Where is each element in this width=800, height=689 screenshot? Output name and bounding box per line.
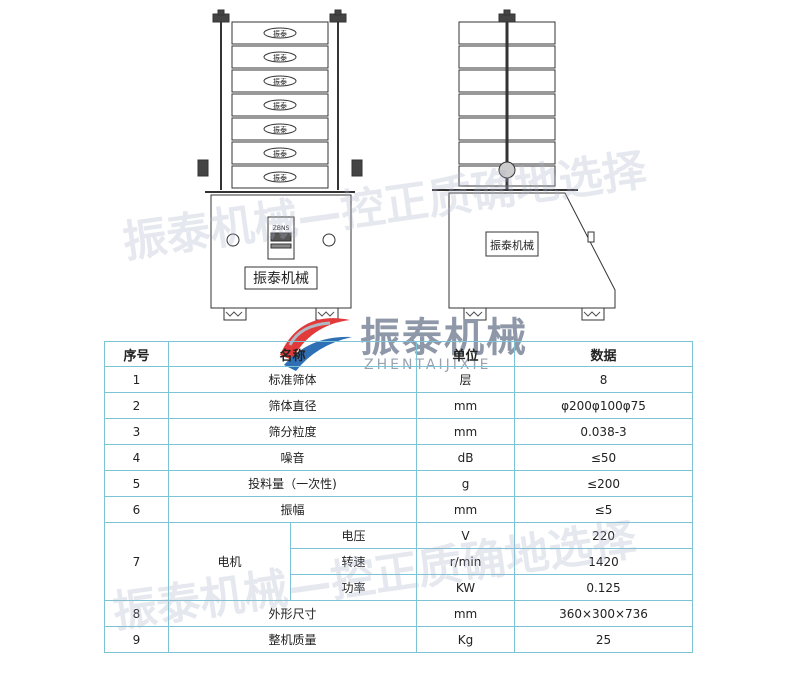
cell-value: 220 xyxy=(514,522,694,549)
cell-unit: mm xyxy=(416,392,516,419)
cell-value: ≤50 xyxy=(514,444,694,471)
cell-value: 1420 xyxy=(514,548,694,575)
cell-value: 8 xyxy=(514,366,694,393)
cell-value: φ200φ100φ75 xyxy=(514,392,694,419)
control-panel-text: ZBNS xyxy=(273,225,290,232)
cell-name: 噪音 xyxy=(167,444,418,471)
cell-unit: r/min xyxy=(416,548,516,575)
cell-name: 投料量（一次性) xyxy=(167,470,418,497)
tray-label: 振泰 xyxy=(273,77,287,86)
side-clamp xyxy=(498,161,516,179)
table-row: 9 整机质量 Kg 25 xyxy=(104,626,694,653)
cell-unit: g xyxy=(416,470,516,497)
cell-no: 6 xyxy=(104,496,169,523)
tray-label: 振泰 xyxy=(273,29,287,38)
cell-no: 2 xyxy=(104,392,169,419)
cell-subname: 电压 xyxy=(289,522,418,549)
cell-value: 25 xyxy=(514,626,694,653)
cell-value: ≤200 xyxy=(514,470,694,497)
table-row-motor: 转速 r/min 1420 xyxy=(105,548,694,575)
front-badge-text: 振泰机械 xyxy=(253,271,309,287)
table-row: 5 投料量（一次性) g ≤200 xyxy=(104,470,694,497)
cell-no: 9 xyxy=(104,626,169,653)
sieve-trays-front xyxy=(231,21,329,189)
cell-name: 电机 xyxy=(168,522,291,601)
diagram-drawings: 振泰机械 ZBNS 振泰 振泰 振泰 振泰 振泰 振泰 振泰 xyxy=(197,9,616,321)
side-plate-text: 振泰机械 xyxy=(490,238,534,252)
cell-unit: mm xyxy=(416,600,516,627)
cell-unit: V xyxy=(416,522,516,549)
tray-label: 振泰 xyxy=(273,53,287,62)
cell-unit: KW xyxy=(416,574,516,601)
cell-unit: mm xyxy=(416,496,516,523)
cell-value: 0.038-3 xyxy=(514,418,694,445)
header-unit: 单位 xyxy=(416,341,516,367)
table-row: 4 噪音 dB ≤50 xyxy=(104,444,694,471)
cell-unit: dB xyxy=(416,444,516,471)
front-view xyxy=(197,9,363,321)
table-row-motor: 7 电机 电压 V 220 xyxy=(104,522,694,601)
side-view xyxy=(432,9,616,321)
cell-name: 外形尺寸 xyxy=(167,600,418,627)
table-row: 2 筛体直径 mm φ200φ100φ75 xyxy=(104,392,694,419)
header-no: 序号 xyxy=(104,341,169,367)
table-row: 8 外形尺寸 mm 360×300×736 xyxy=(104,600,694,627)
cell-no: 1 xyxy=(104,366,169,393)
cell-value: 360×300×736 xyxy=(514,600,694,627)
cell-name: 筛分粒度 xyxy=(167,418,418,445)
cell-no: 8 xyxy=(104,600,169,627)
cell-no: 4 xyxy=(104,444,169,471)
cell-name: 筛体直径 xyxy=(167,392,418,419)
cell-name: 标准筛体 xyxy=(167,366,418,393)
tray-label: 振泰 xyxy=(273,149,287,158)
table-row: 6 振幅 mm ≤5 xyxy=(104,496,694,523)
cell-no: 3 xyxy=(104,418,169,445)
tray-label: 振泰 xyxy=(273,173,287,182)
tray-label: 振泰 xyxy=(273,101,287,110)
table-row: 1 标准筛体 层 8 xyxy=(104,366,694,393)
cell-name: 整机质量 xyxy=(167,626,418,653)
cell-no: 7 xyxy=(104,522,169,601)
header-value: 数据 xyxy=(514,341,694,367)
cell-value: ≤5 xyxy=(514,496,694,523)
cell-subname: 功率 xyxy=(289,574,418,601)
side-plate-box xyxy=(485,231,539,257)
cell-name: 振幅 xyxy=(167,496,418,523)
table-row-motor: 功率 KW 0.125 xyxy=(105,574,694,601)
header-name: 名称 xyxy=(167,341,418,367)
tray-label: 振泰 xyxy=(273,125,287,134)
cell-unit: 层 xyxy=(416,366,516,393)
top-knob-left xyxy=(212,9,230,23)
front-badge-box xyxy=(244,266,318,290)
cell-unit: mm xyxy=(416,418,516,445)
cell-unit: Kg xyxy=(416,626,516,653)
spec-table: 序号 名称 单位 数据 1 标准筛体 层 8 2 筛体直径 mm φ200φ10… xyxy=(104,341,694,653)
top-knob-side xyxy=(498,9,516,23)
top-knob-right xyxy=(329,9,347,23)
cell-no: 5 xyxy=(104,470,169,497)
tray-labels: 振泰 振泰 振泰 振泰 振泰 振泰 振泰 xyxy=(273,29,287,182)
table-header-row: 序号 名称 单位 数据 xyxy=(104,341,694,367)
table-row: 3 筛分粒度 mm 0.038-3 xyxy=(104,418,694,445)
cell-value: 0.125 xyxy=(514,574,694,601)
cell-subname: 转速 xyxy=(289,548,418,575)
